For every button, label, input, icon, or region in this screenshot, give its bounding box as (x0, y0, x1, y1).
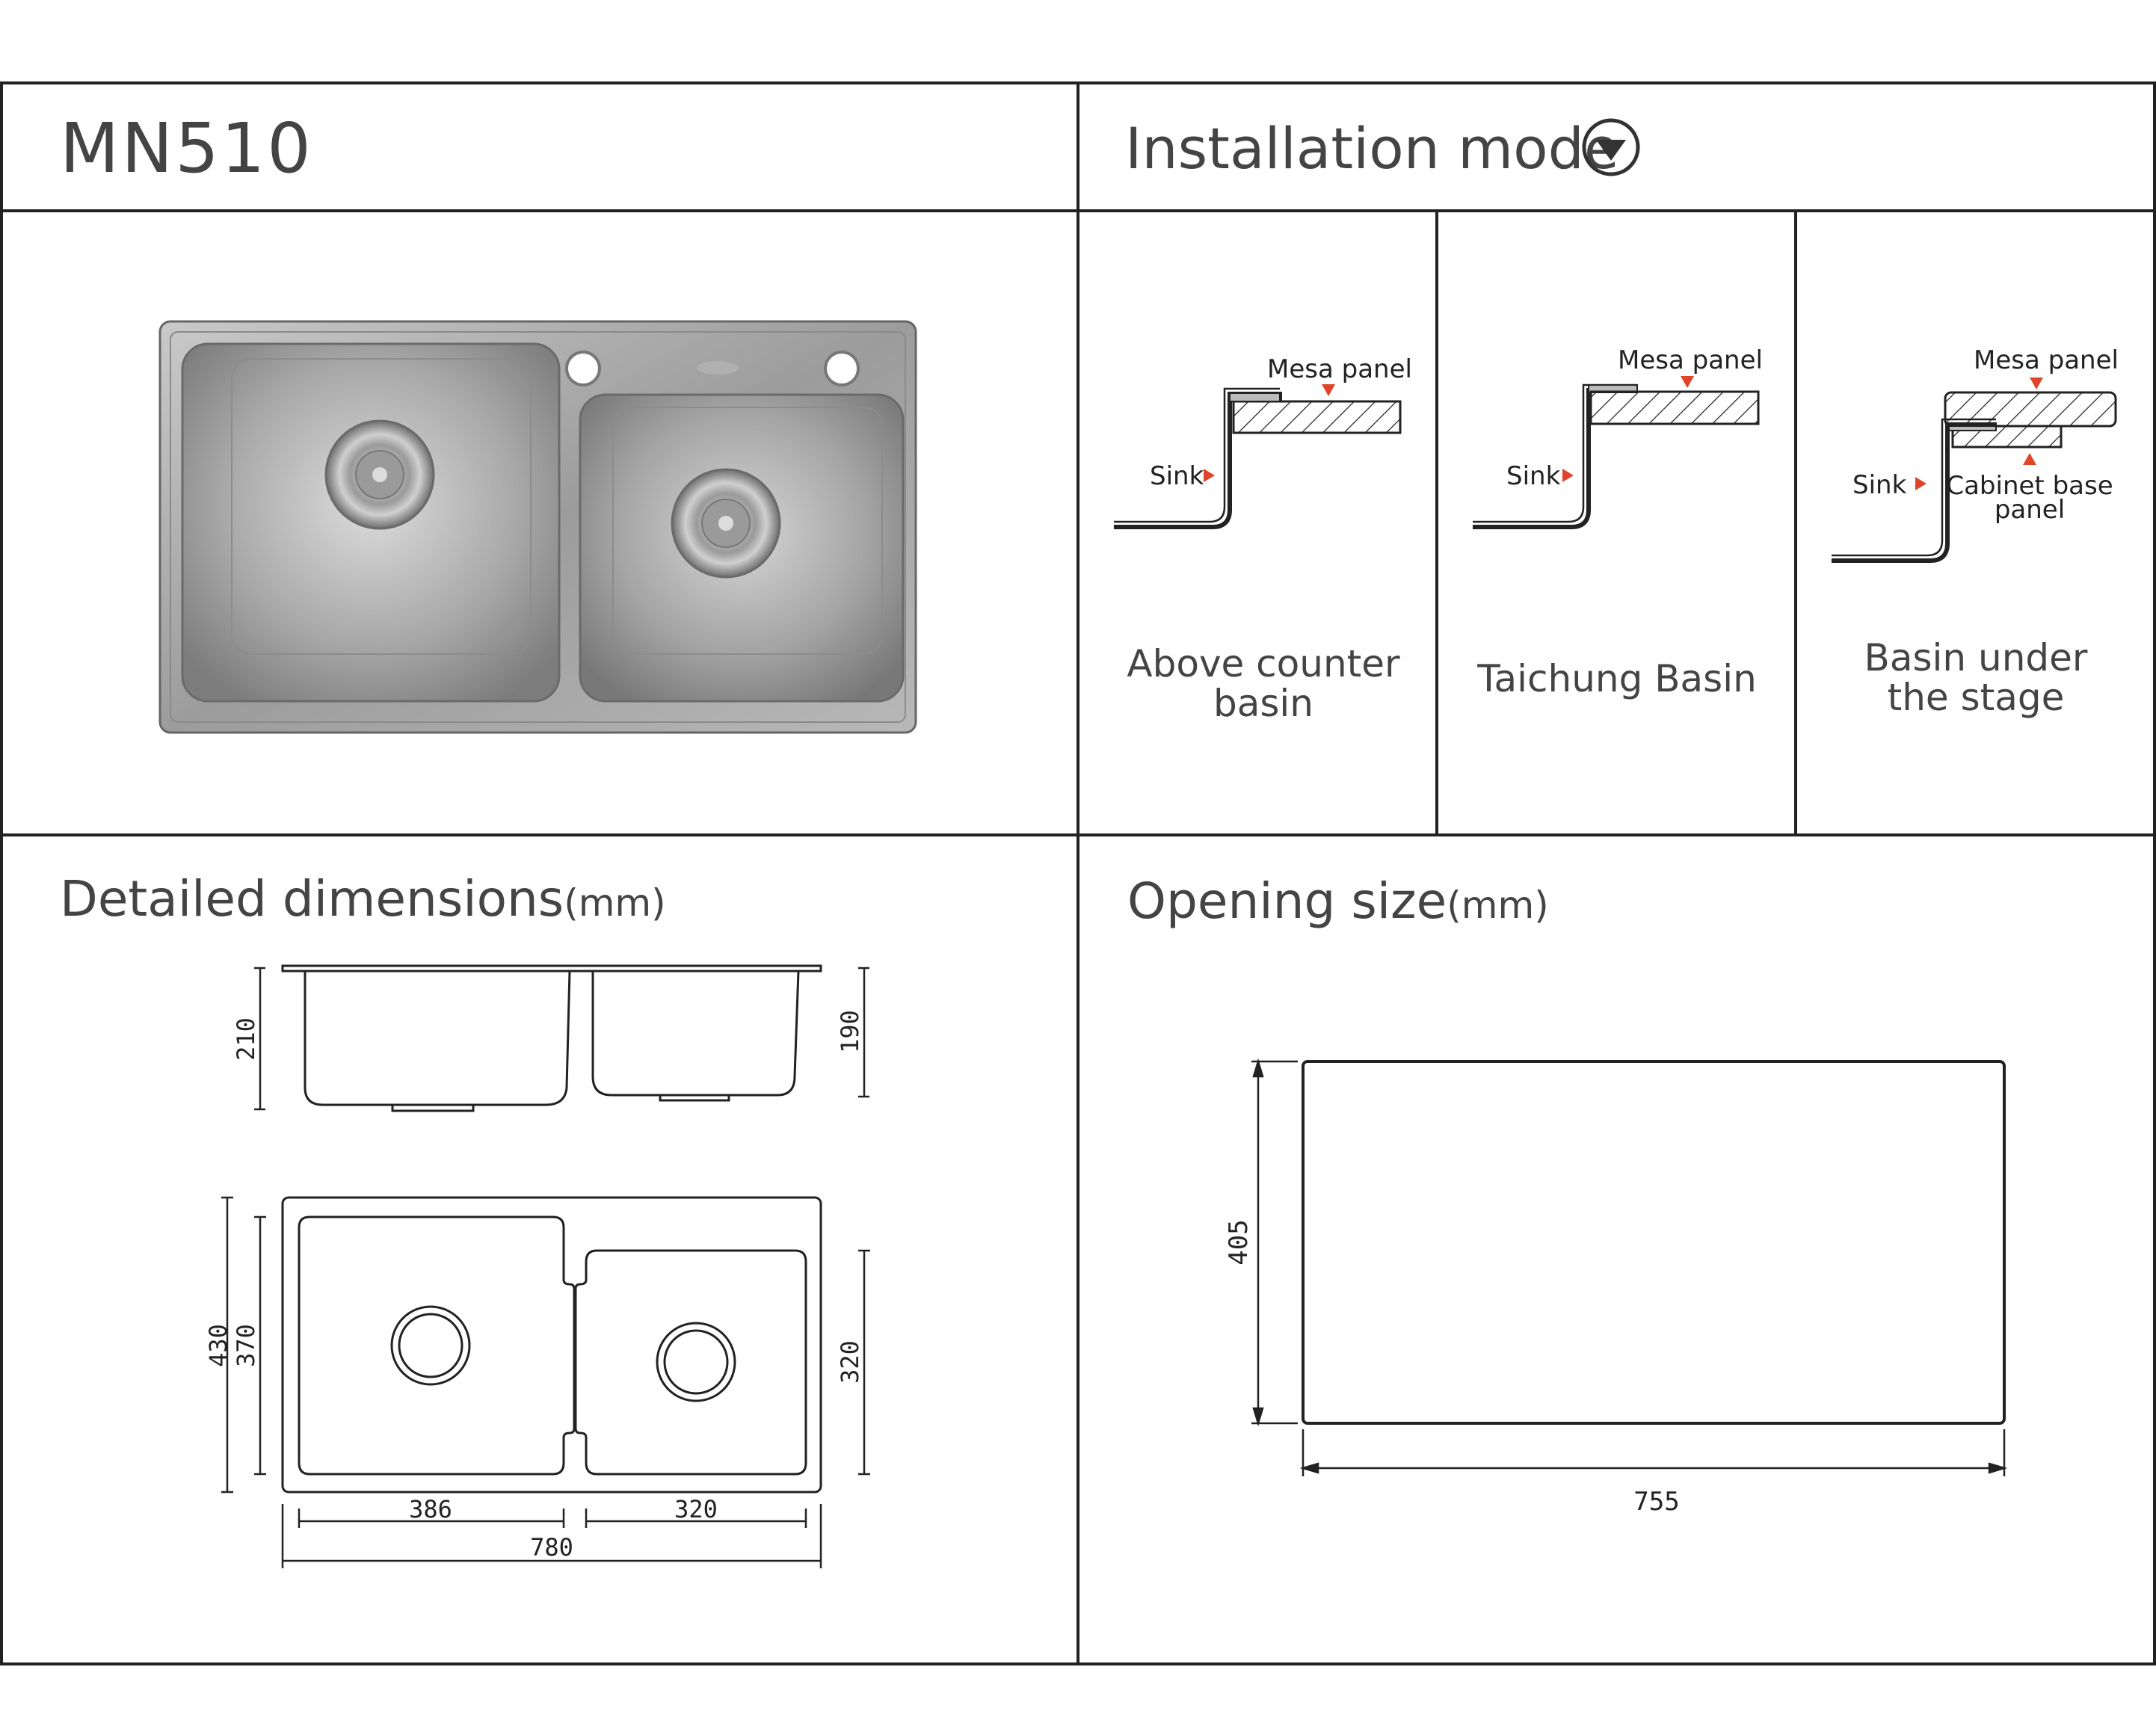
dim-line-overall-width (281, 1504, 822, 1568)
dim-opening-width: 755 (1633, 1487, 1679, 1517)
mode-caption-line2: basin (1213, 682, 1313, 725)
sink-label: Sink (1852, 470, 1907, 500)
chevron-down-circle-icon (1582, 118, 1640, 176)
cabinet-marker-icon (2023, 453, 2036, 465)
side-profile-drawing (281, 964, 822, 1112)
dim-depth-right: 190 (836, 1010, 864, 1053)
dim-bowl-left-height: 370 (232, 1324, 260, 1367)
panel-marker-icon (1322, 384, 1335, 396)
dimensions-unit: (mm) (564, 881, 665, 925)
mode-caption-line2: the stage (1888, 676, 2065, 719)
sink-marker-icon (1915, 477, 1926, 490)
dim-bowl-right-width: 320 (674, 1495, 718, 1523)
panel-marker-icon (2030, 377, 2043, 389)
sink-label: Sink (1150, 461, 1204, 491)
dim-bowl-right-height: 320 (836, 1340, 864, 1384)
cabinet-label-line2: panel (1995, 495, 2065, 525)
sink-profile (1832, 422, 1996, 563)
install-mode-under-stage: Mesa panel Cabinet base panel Sink Basin… (1832, 345, 2119, 719)
sink-profile (1473, 388, 1637, 529)
mesa-panel-slab (1589, 390, 1760, 425)
opening-title: Opening size(mm) (1127, 872, 1549, 930)
install-mode-taichung: Mesa panel Sink Taichung Basin (1473, 345, 1763, 700)
opening-unit: (mm) (1447, 884, 1548, 927)
dim-line-bowl-right-height (858, 1249, 870, 1476)
mode-caption-line1: Taichung Basin (1476, 657, 1757, 700)
sink-marker-icon (1562, 469, 1574, 482)
mode-caption-line1: Above counter (1127, 642, 1400, 685)
mesa-panel-label: Mesa panel (1974, 345, 2119, 375)
installation-header: Installation mode (1125, 115, 1640, 182)
dim-line-bowl-left-width (298, 1508, 565, 1528)
dim-line-bowl-right-width (585, 1508, 807, 1528)
dim-line-outer-height (221, 1196, 233, 1494)
grid-frame (0, 81, 2156, 1665)
dimensions-title-text: Detailed dimensions (60, 870, 564, 928)
dim-bowl-left-width: 386 (409, 1495, 452, 1523)
dim-line-bowl-left-height (254, 1215, 266, 1476)
top-view-drawing (281, 1196, 822, 1494)
opening-cutout (1302, 1060, 2006, 1425)
mesa-panel-slab (1232, 400, 1402, 434)
dim-opening-height: 405 (1224, 1219, 1254, 1265)
panel-marker-icon (1681, 376, 1694, 388)
dim-line-opening-height (1251, 1058, 1298, 1427)
mesa-panel-slab (1944, 391, 2117, 428)
dim-overall-width: 780 (530, 1533, 573, 1562)
cabinet-label-line1: Cabinet base (1946, 471, 2113, 501)
dim-line-depth-left (254, 967, 265, 1111)
dimensions-title: Detailed dimensions(mm) (60, 870, 666, 928)
install-mode-above-counter: Mesa panel Sink Above counter basin (1114, 354, 1412, 725)
sink-product-image (158, 320, 917, 734)
opening-title-text: Opening size (1127, 872, 1447, 930)
dim-outer-height: 430 (204, 1324, 232, 1367)
mesa-panel-label: Mesa panel (1267, 354, 1412, 384)
sink-marker-icon (1204, 469, 1215, 482)
installation-title: Installation mode (1125, 115, 1619, 182)
sink-profile (1114, 392, 1282, 529)
model-title: MN510 (60, 108, 313, 188)
sink-label: Sink (1506, 461, 1561, 491)
dim-depth-left: 210 (232, 1017, 260, 1061)
dim-line-depth-right (858, 967, 869, 1098)
dim-line-opening-width (1299, 1429, 2008, 1476)
mode-caption-line1: Basin under (1864, 636, 2088, 679)
mesa-panel-label: Mesa panel (1618, 345, 1763, 375)
